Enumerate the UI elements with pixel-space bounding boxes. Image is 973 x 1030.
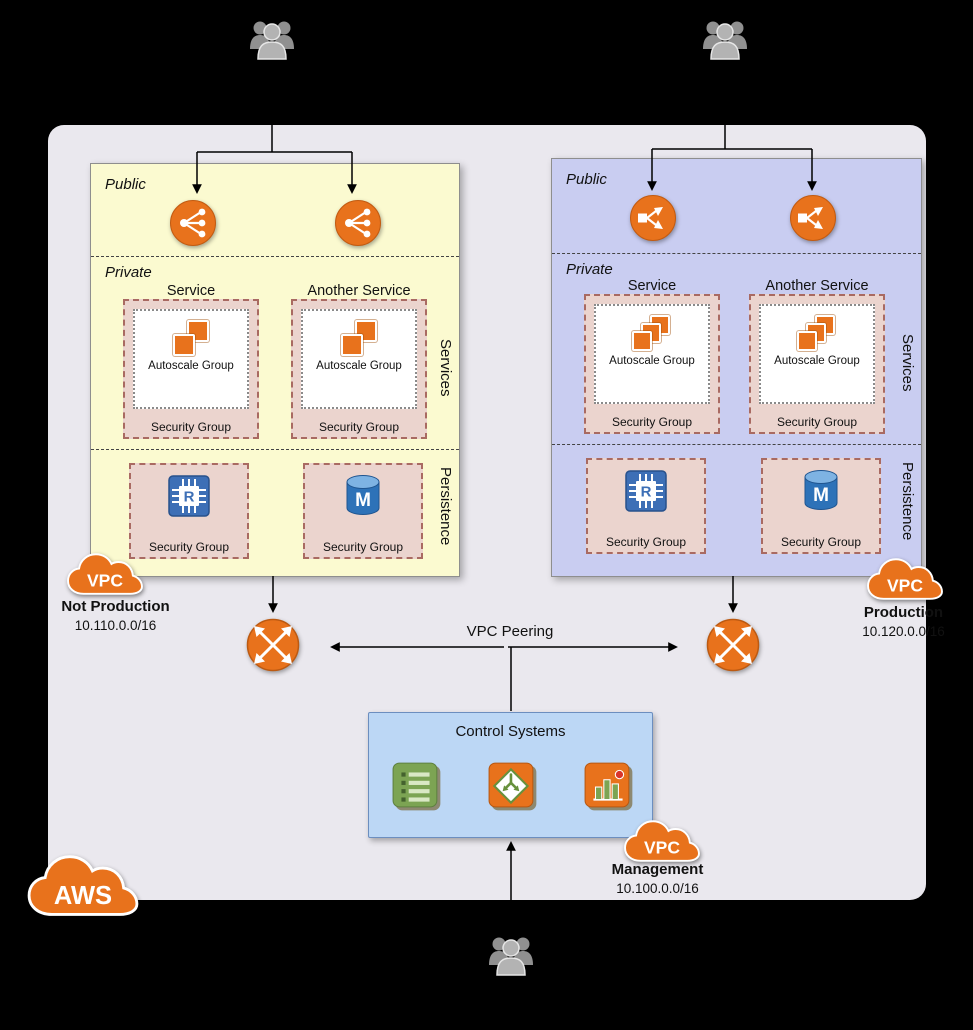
public-zone-label: Public (566, 171, 607, 188)
aws-logo: AWS (26, 852, 140, 927)
security-group: Autoscale Group Security Group (584, 294, 720, 434)
private-zone-label: Private (105, 264, 152, 281)
security-group-label: Security Group (605, 535, 687, 549)
vpc-peering-label: VPC Peering (466, 623, 554, 640)
private-zone-label: Private (566, 261, 613, 278)
public-private-divider (552, 253, 921, 254)
vpc-management-name: Management (611, 861, 704, 878)
vpc-router-icon (706, 618, 760, 672)
svg-text:M: M (355, 490, 371, 511)
vpc-cloud-icon: VPC (623, 818, 701, 871)
svg-text:VPC: VPC (87, 571, 123, 591)
autoscale-group-icon (171, 320, 211, 356)
security-group: M Security Group (761, 458, 881, 554)
security-group-label: Security Group (776, 415, 858, 429)
security-group: Autoscale Group Security Group (749, 294, 885, 434)
security-group-label: Security Group (611, 415, 693, 429)
vpc-management-cidr: 10.100.0.0/16 (616, 881, 699, 896)
security-group-label: Security Group (322, 540, 404, 554)
public-zone-label: Public (105, 176, 146, 193)
load-balancer-icon (335, 200, 381, 246)
rds-mysql-icon: M (305, 473, 421, 519)
vpc-cloud-icon: VPC (66, 551, 144, 604)
svg-text:M: M (813, 485, 829, 506)
svg-text:VPC: VPC (644, 838, 680, 858)
autoscale-group-label: Autoscale Group (148, 360, 234, 372)
vpc-box-production: Public Private Service A (551, 158, 922, 577)
elasticache-redis-icon: R (131, 473, 247, 519)
autoscale-group-icon (632, 315, 672, 351)
security-group: M Security Group (303, 463, 423, 559)
autoscale-group-icon (797, 315, 837, 351)
users-icon (485, 934, 537, 980)
svg-text:VPC: VPC (887, 576, 923, 596)
security-group-label: Security Group (318, 420, 400, 434)
security-group: Autoscale Group Security Group (123, 299, 259, 439)
services-side-label: Services (899, 334, 916, 392)
service-title: Another Service (765, 278, 869, 294)
svg-text:AWS: AWS (54, 882, 112, 910)
autoscale-group-box: Autoscale Group (133, 309, 249, 409)
control-systems-box: Control Systems (368, 712, 653, 838)
persistence-side-label: Persistence (437, 467, 454, 546)
service-title: Service (166, 283, 216, 299)
autoscale-group-label: Autoscale Group (316, 360, 402, 372)
autoscale-group-box: Autoscale Group (301, 309, 417, 409)
vpc-cloud-icon: VPC (866, 556, 944, 609)
autoscale-group-label: Autoscale Group (609, 355, 695, 367)
service-title: Service (627, 278, 677, 294)
vpc-right-name: Production (863, 604, 944, 621)
vpc-left-cidr: 10.110.0.0/16 (74, 618, 157, 633)
services-persistence-divider (91, 449, 459, 450)
services-persistence-divider (552, 444, 921, 445)
elasticache-redis-icon: R (588, 468, 704, 514)
vpc-box-not-production: Public (90, 163, 460, 577)
autoscale-group-box: Autoscale Group (759, 304, 875, 404)
autoscale-group-box: Autoscale Group (594, 304, 710, 404)
autoscale-group-icon (339, 320, 379, 356)
vpc-right-cidr: 10.120.0.0/16 (862, 624, 945, 639)
vpc-router-icon (246, 618, 300, 672)
security-group: R Security Group (129, 463, 249, 559)
control-systems-title: Control Systems (455, 723, 566, 740)
persistence-side-label: Persistence (899, 462, 916, 541)
template-list-icon (391, 761, 441, 811)
security-group: Autoscale Group Security Group (291, 299, 427, 439)
security-group-label: Security Group (780, 535, 862, 549)
security-group-label: Security Group (150, 420, 232, 434)
load-balancer-icon (170, 200, 216, 246)
app-load-balancer-icon (790, 195, 836, 241)
app-load-balancer-icon (630, 195, 676, 241)
users-icon (699, 18, 751, 64)
autoscale-group-label: Autoscale Group (774, 355, 860, 367)
users-icon (246, 18, 298, 64)
workflow-branch-icon (487, 761, 537, 811)
services-side-label: Services (437, 339, 454, 397)
public-private-divider (91, 256, 459, 257)
rds-mysql-icon: M (763, 468, 879, 514)
service-title: Another Service (307, 283, 411, 299)
vpc-left-name: Not Production (61, 598, 170, 615)
svg-text:R: R (641, 484, 652, 501)
security-group-label: Security Group (148, 540, 230, 554)
security-group: R Security Group (586, 458, 706, 554)
svg-text:R: R (184, 489, 195, 506)
monitoring-chart-icon (583, 761, 633, 811)
